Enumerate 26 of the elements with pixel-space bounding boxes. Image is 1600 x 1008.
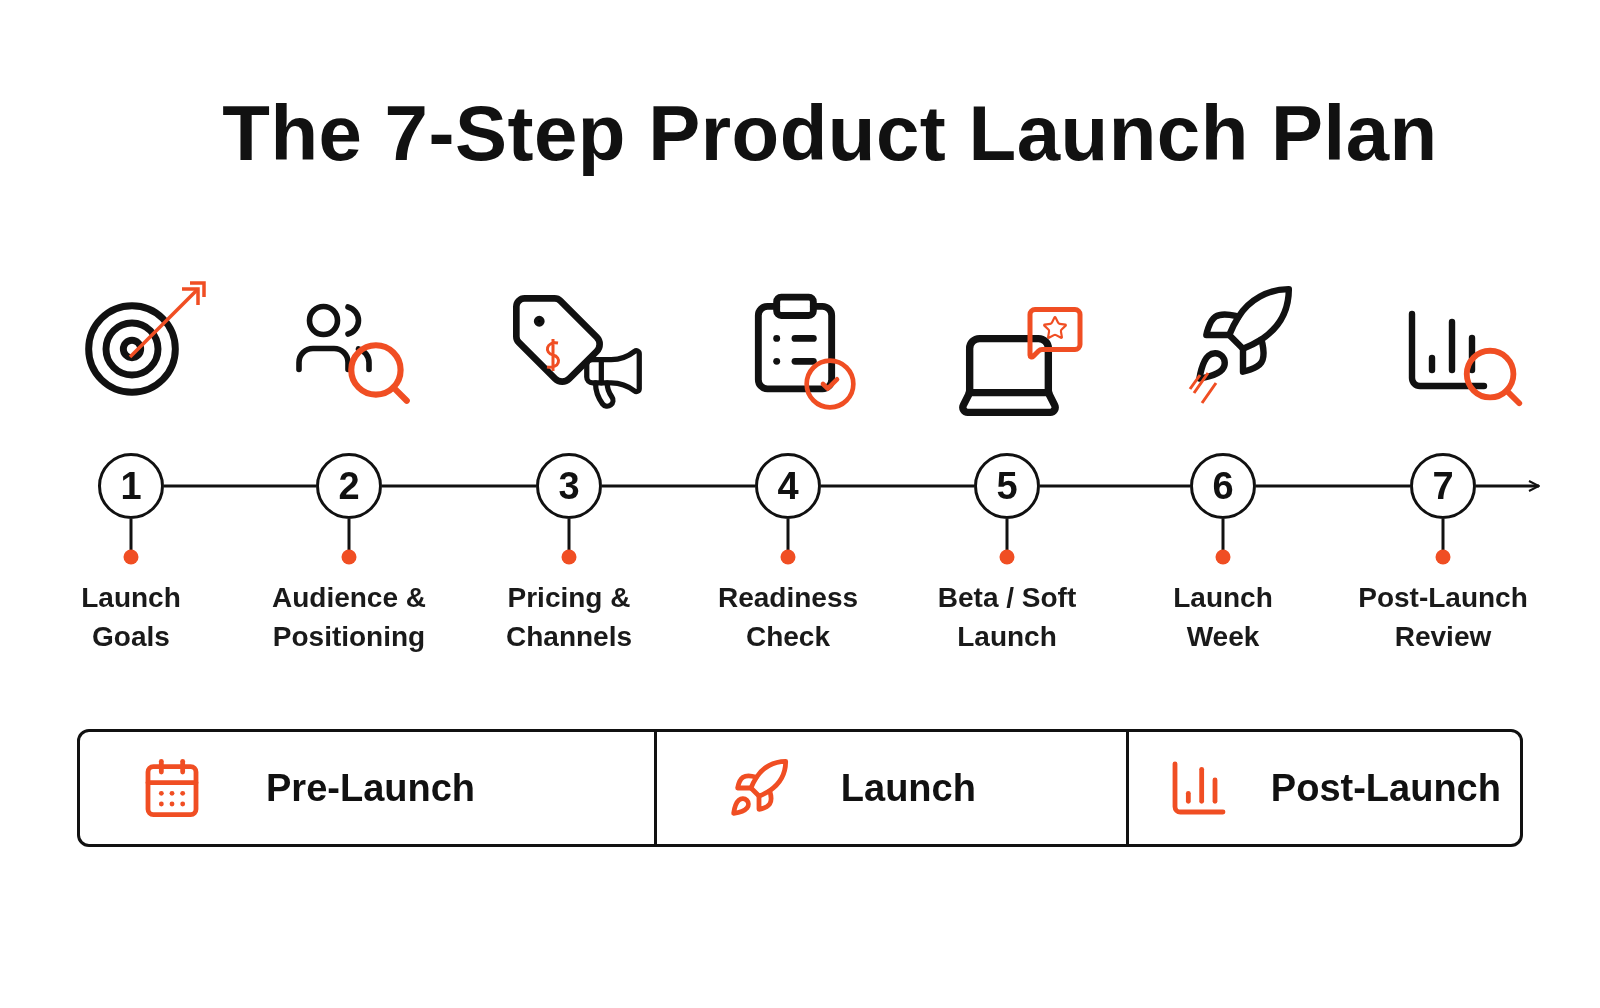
step-label: Pricing & Channels [505, 581, 633, 654]
step-label: Launch Goals [80, 581, 182, 654]
step-label: Readiness Check [716, 581, 860, 654]
phase-label: Pre-Launch [266, 766, 476, 810]
step-label: Beta / Soft Launch [936, 581, 1078, 654]
timeline-line [821, 484, 974, 488]
step-label: Launch Week [1172, 581, 1274, 654]
phase-bar [77, 729, 1523, 847]
timeline-line [382, 484, 536, 488]
title: The 7-Step Product Launch Plan [221, 88, 1439, 179]
timeline-line [1040, 484, 1190, 488]
step-number-circle: 5 [974, 453, 1040, 519]
step-number-circle: 4 [755, 453, 821, 519]
step-number-circle: 2 [316, 453, 382, 519]
phase-label: Post-Launch [1270, 766, 1501, 810]
step-number-circle: 1 [98, 453, 164, 519]
step-label: Post-Launch Review [1357, 581, 1529, 654]
phase-label: Launch [840, 766, 976, 810]
timeline-arrow [1476, 480, 1540, 492]
step-number-circle: 7 [1410, 453, 1476, 519]
timeline-line [1256, 484, 1410, 488]
timeline-line [602, 484, 755, 488]
step-number-circle: 6 [1190, 453, 1256, 519]
step-label: Audience & Positioning [271, 581, 427, 654]
step-number-circle: 3 [536, 453, 602, 519]
timeline-line [164, 484, 316, 488]
